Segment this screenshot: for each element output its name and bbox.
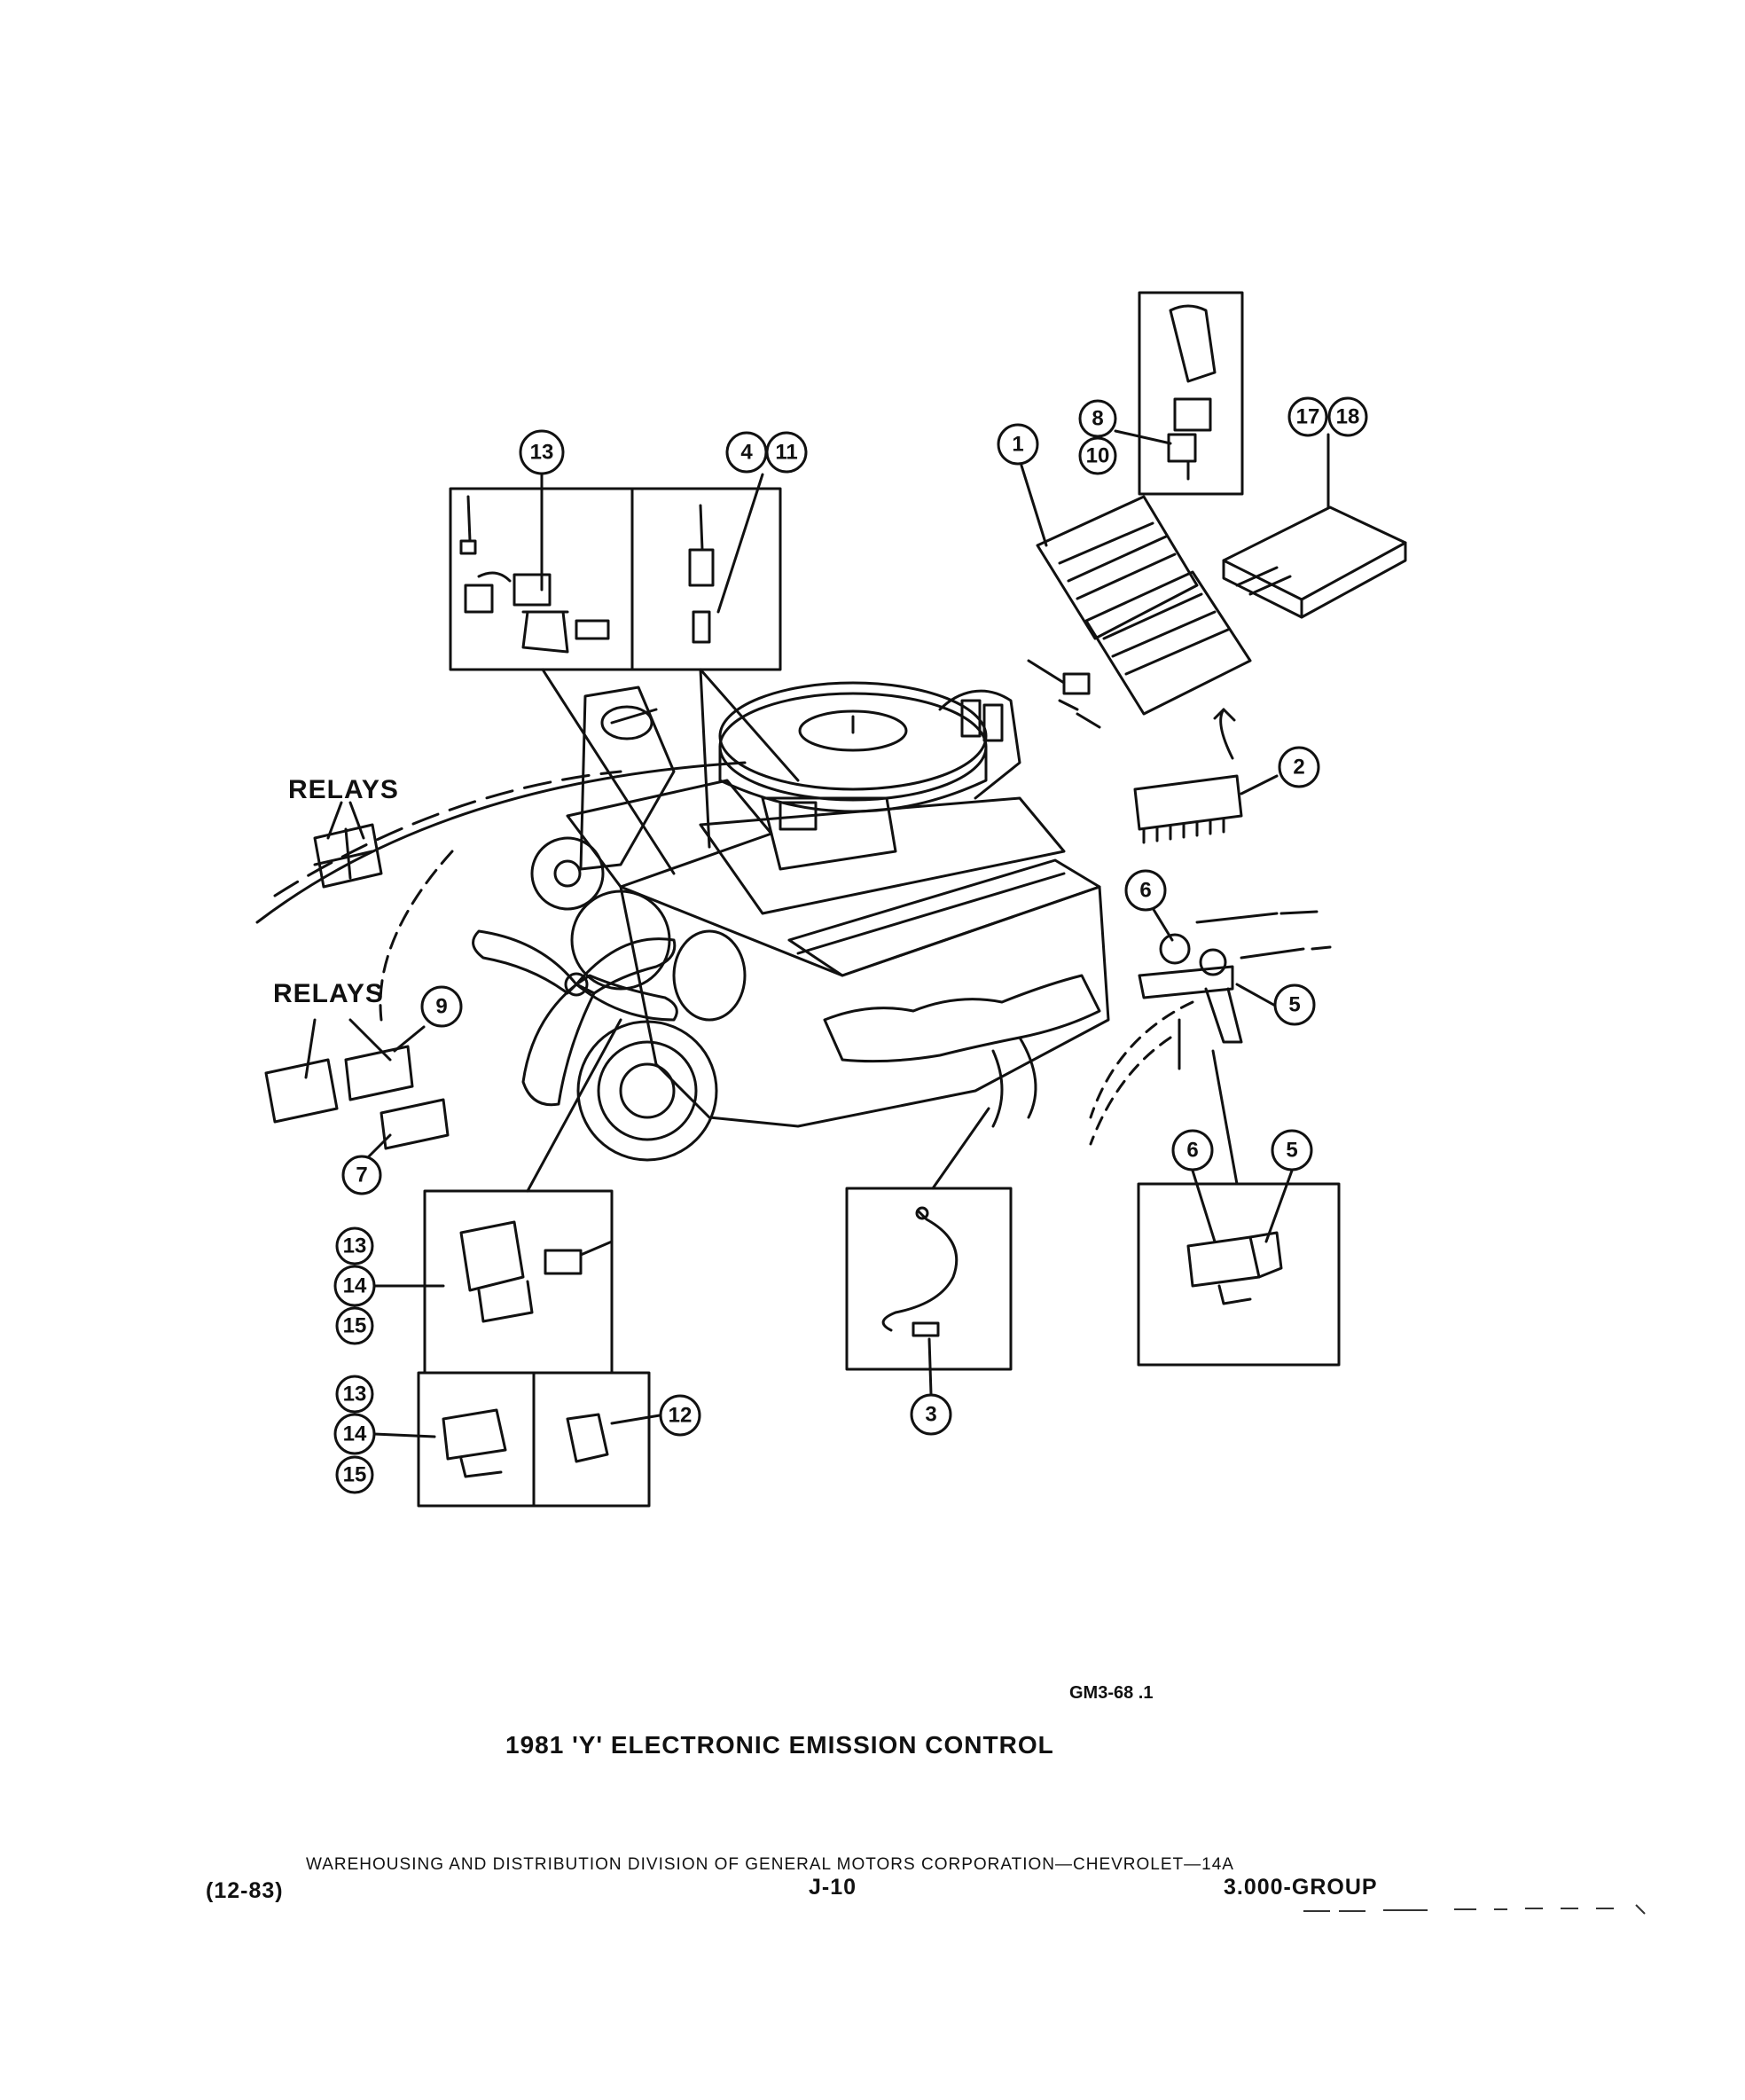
callout-label: 14 — [343, 1274, 367, 1298]
callouts — [333, 396, 1368, 1494]
callout-label: 3 — [925, 1403, 936, 1427]
callout-label: 12 — [669, 1404, 693, 1428]
callout-13b — [335, 1375, 374, 1414]
part-13-14-15-bottom-drawing — [442, 1408, 507, 1478]
footer-publisher: WAREHOUSING AND DISTRIBUTION DIVISION OF… — [306, 1855, 1234, 1874]
callout-5b — [1271, 1129, 1313, 1171]
inset-box-13-14-15-bottom — [417, 1371, 536, 1508]
callout-3 — [910, 1393, 952, 1436]
relays-lower — [264, 1045, 450, 1150]
callout-label: 13 — [343, 1234, 367, 1258]
part-4-11-drawing — [688, 504, 715, 644]
callout-11 — [765, 431, 808, 474]
callout-label: 17 — [1296, 405, 1320, 429]
callout-10 — [1078, 436, 1117, 475]
callout-label: 1 — [1012, 433, 1023, 457]
callout-7 — [341, 1155, 382, 1195]
callout-label: 14 — [343, 1422, 367, 1446]
footer-group: 3.000-GROUP — [1224, 1875, 1378, 1900]
relays-label-lower: RELAYS — [273, 979, 384, 1008]
callout-12 — [659, 1394, 701, 1437]
callout-label: 13 — [530, 441, 554, 465]
callout-label: 7 — [356, 1164, 367, 1187]
part-12-drawing — [566, 1413, 609, 1463]
inset-box-4-11 — [630, 487, 782, 671]
callout-label: 4 — [740, 441, 753, 465]
callout-label: 13 — [343, 1383, 367, 1407]
callout-label: 9 — [435, 995, 447, 1019]
figure-id: GM3-68 .1 — [1069, 1683, 1154, 1703]
callout-14a — [333, 1265, 376, 1307]
circuit-board-assembly — [1027, 495, 1252, 760]
callout-label: 11 — [775, 441, 797, 465]
callout-label: 2 — [1293, 756, 1304, 780]
callout-label: 5 — [1286, 1139, 1297, 1163]
inset-box-3 — [845, 1187, 1013, 1371]
ecm-module — [1222, 505, 1407, 619]
callout-label: 15 — [343, 1314, 367, 1338]
oxygen-sensor-drawing — [881, 1206, 959, 1337]
callout-label: 18 — [1336, 405, 1360, 429]
fender-line — [1089, 1036, 1172, 1146]
inset-box-8-10 — [1138, 291, 1244, 496]
callout-label: 6 — [1186, 1139, 1198, 1163]
page-title: 1981 'Y' ELECTRONIC EMISSION CONTROL — [505, 1731, 1054, 1759]
callout-13a — [335, 1226, 374, 1265]
callout-18 — [1327, 396, 1368, 437]
connector-8-10 — [1167, 304, 1217, 481]
footer-page-number: J-10 — [809, 1875, 857, 1900]
relays-upper — [313, 823, 383, 889]
fender-line — [255, 761, 747, 924]
callout-1 — [997, 423, 1039, 466]
callout-2 — [1278, 746, 1320, 788]
relays-label-upper: RELAYS — [288, 775, 399, 804]
leader-lines — [304, 429, 1330, 1438]
callout-17 — [1287, 396, 1328, 437]
inset-box-5-6 — [1137, 1182, 1341, 1367]
callout-label: 15 — [343, 1463, 367, 1487]
callout-15a — [335, 1306, 374, 1345]
part-13-14-15-top-drawing — [459, 1220, 614, 1323]
part-16-drawing — [459, 495, 610, 654]
callout-14b — [333, 1413, 376, 1455]
engine-illustration — [472, 681, 1110, 1162]
callout-16 — [519, 429, 565, 475]
callout-labels: 13 4 11 1 8 10 17 18 2 6 5 9 7 6 5 13 14… — [343, 405, 1360, 1487]
callout-label: 10 — [1086, 444, 1110, 468]
callout-8 — [1078, 399, 1117, 438]
callout-9 — [420, 985, 463, 1028]
part-5-6-inset-drawing — [1186, 1231, 1283, 1305]
part-5-6-bracket — [1138, 910, 1332, 1044]
callout-6a — [1124, 869, 1167, 912]
callout-6b — [1171, 1129, 1214, 1171]
callout-5a — [1273, 983, 1316, 1026]
callout-label: 5 — [1288, 993, 1300, 1017]
callout-label: 6 — [1139, 879, 1151, 903]
inset-box-12 — [532, 1371, 651, 1508]
footer-date: (12-83) — [206, 1878, 284, 1903]
fender-line — [379, 850, 454, 1022]
callout-label: 8 — [1092, 407, 1103, 431]
fender-line — [1089, 1000, 1194, 1119]
bottom-dashes — [1303, 1904, 1646, 1915]
inset-box-13-14-15-top — [423, 1189, 614, 1375]
callout-15b — [335, 1455, 374, 1494]
chip-component — [1133, 774, 1279, 844]
